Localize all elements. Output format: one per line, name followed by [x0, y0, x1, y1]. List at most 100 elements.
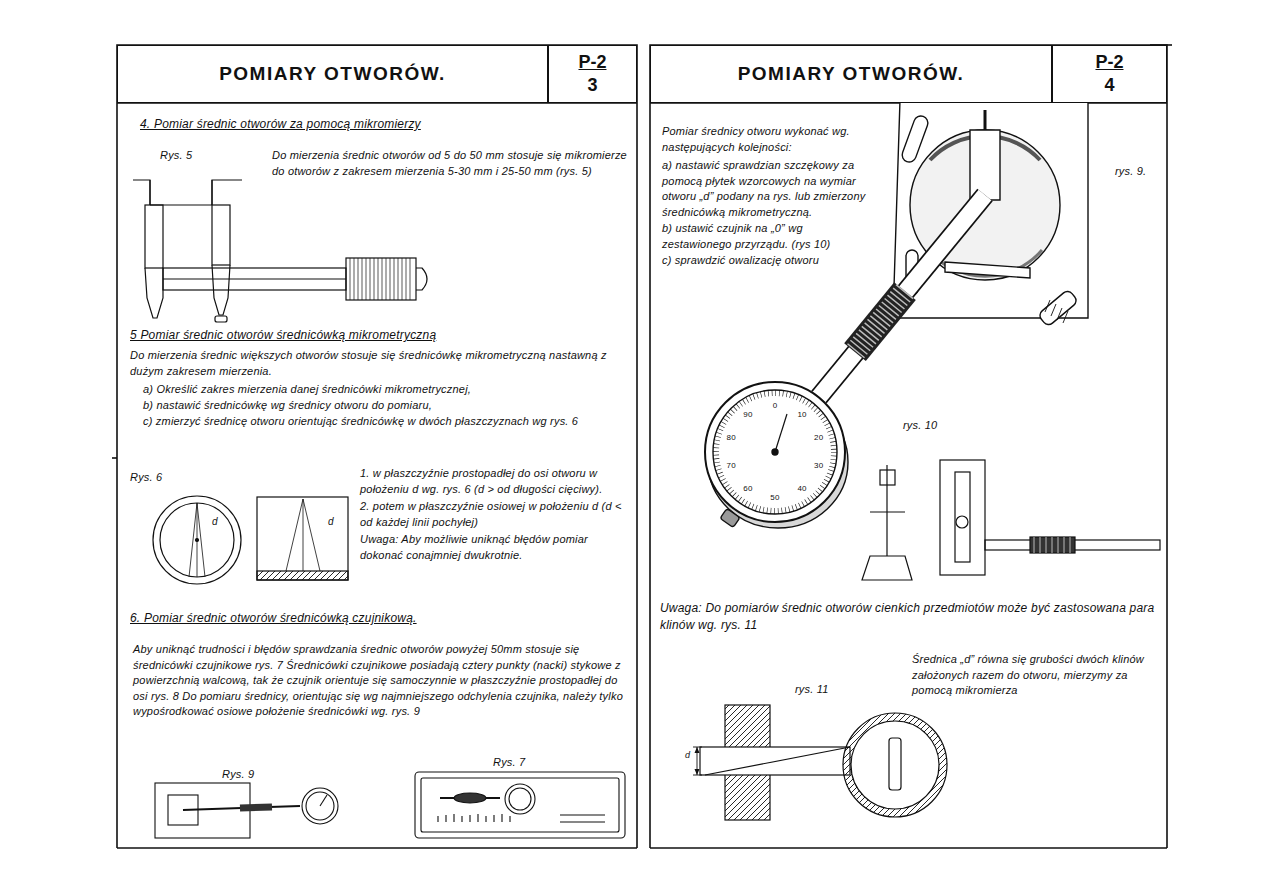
wedge-pair-drawing-part — [693, 747, 702, 775]
setting-fixture-drawing-part — [870, 511, 905, 512]
bore-gauge-small-drawing-part — [155, 783, 250, 838]
sheet-title: POMIARY OTWORÓW. — [219, 63, 446, 85]
inside-micrometer-drawing-part — [212, 205, 230, 265]
inside-micrometer-drawing — [133, 180, 427, 322]
inside-micrometer-drawing-part — [145, 205, 163, 268]
dial-bore-gauge-illustration-part — [945, 262, 1030, 278]
sheet-code: P-2 — [1095, 52, 1123, 73]
dial-number: 50 — [770, 494, 779, 502]
note-text: Średnica „d” równa się grubości dwóch kl… — [912, 652, 1160, 699]
inside-micrometer-drawing-part — [215, 316, 227, 322]
gauge-case-drawing-part — [454, 793, 486, 803]
inside-micrometer-drawing-part — [145, 268, 163, 318]
setting-fixture-drawing-part — [1034, 537, 1070, 553]
setting-fixture-drawing — [862, 460, 1160, 580]
sheet-title: POMIARY OTWORÓW. — [738, 63, 965, 85]
dial-bore-gauge-illustration-part — [720, 508, 740, 527]
bore-gauge-small-drawing-part — [320, 795, 327, 806]
inside-micrometer-drawing-part — [416, 268, 427, 290]
dial-bore-gauge-illustration-part — [819, 195, 985, 397]
dial-bore-gauge-illustration-part — [705, 382, 845, 522]
sheet-number-box: P-24 — [1052, 45, 1167, 103]
inside-micrometer-drawing-part — [163, 278, 346, 279]
wedge-pair-drawing-part — [705, 747, 850, 775]
section-heading: 6. Pomiar średnic otworów średnicówką cz… — [130, 610, 620, 627]
body-text: Do mierzenia średnic większych otworów s… — [130, 348, 625, 379]
step-text: a) nastawić sprawdzian szczękowy za pomo… — [662, 158, 874, 220]
dial-number: 70 — [727, 462, 736, 470]
dial-bore-gauge-illustration-part — [984, 110, 987, 130]
figure-label: Rys. 6 — [130, 470, 162, 486]
wedge-pair-drawing-part — [889, 738, 901, 790]
dimension-label: d — [210, 516, 220, 527]
sheet-number-box: P-23 — [548, 45, 637, 103]
dial-bore-gauge-illustration-part — [1038, 289, 1079, 327]
setting-fixture-drawing-part — [955, 472, 970, 562]
dimension-label: d — [683, 751, 692, 761]
dial-number: 80 — [727, 434, 736, 442]
dial-bore-gauge-illustration-part — [772, 449, 778, 455]
dial-bore-gauge-illustration-part — [855, 291, 905, 352]
bore-gauge-small-drawing — [155, 783, 338, 838]
wedge-pair-drawing-part — [843, 713, 947, 817]
dial-number: 20 — [814, 434, 823, 442]
bore-gauge-small-drawing-part — [183, 806, 300, 810]
bore-section-drawing — [153, 496, 348, 584]
inside-micrometer-drawing-part — [133, 180, 242, 205]
bore-section-drawing-part — [196, 539, 199, 542]
step-text: b) ustawić czujnik na „0” wg zestawioneg… — [662, 221, 874, 252]
bore-gauge-small-drawing-part — [302, 788, 338, 824]
dial-number: 40 — [797, 485, 806, 493]
section-heading: 5 Pomiar średnic otworów średnicówką mik… — [130, 327, 620, 344]
title-box: POMIARY OTWORÓW. — [650, 45, 1052, 103]
note-text: Uwaga: Do pomiarów średnic otworów cienk… — [660, 600, 1155, 634]
sheet-frame-part — [117, 847, 637, 849]
bore-section-drawing-part — [160, 503, 234, 577]
setting-fixture-drawing-part — [956, 516, 968, 528]
dial-bore-gauge-illustration-part — [716, 393, 834, 511]
dial-bore-gauge-illustration-part — [855, 291, 905, 352]
note-text: 2. potem w płaszczyźnie osiowej w położe… — [360, 499, 625, 530]
gauge-case-drawing — [415, 772, 625, 838]
section-heading: 4. Pomiar średnic otworów za pomocą mikr… — [140, 116, 620, 133]
figure-label: rys. 11 — [795, 682, 829, 698]
dial-number: 60 — [743, 485, 752, 493]
note-text: Uwaga: Aby możliwie uniknąć błędów pomia… — [360, 532, 625, 563]
sheet-frame-part — [650, 847, 1167, 849]
step-text: b) nastawić średnicówkę wg średnicy otwo… — [143, 398, 625, 414]
step-text: c) sprawdzić owalizację otworu — [662, 253, 874, 269]
wedge-pair-drawing-part — [700, 747, 850, 775]
dial-number: 0 — [773, 402, 778, 410]
figure-label: Rys. 7 — [493, 755, 525, 771]
sheet-frame-part — [650, 45, 1167, 848]
sheet-frame-part — [117, 45, 637, 848]
gauge-case-drawing-part — [509, 788, 531, 810]
sheet-number: 3 — [587, 75, 597, 96]
inside-micrometer-drawing-part — [150, 180, 212, 205]
bore-section-drawing-part — [286, 499, 320, 571]
dial-bore-gauge-illustration-part — [819, 195, 985, 397]
setting-fixture-drawing-part — [1030, 537, 1075, 553]
sheet-code: P-2 — [578, 52, 606, 73]
figure-label: rys. 9. — [1115, 164, 1146, 180]
dial-number: 10 — [797, 411, 806, 419]
sheet-number: 4 — [1104, 75, 1114, 96]
gauge-case-drawing-part — [438, 814, 605, 822]
gauge-case-drawing-part — [421, 778, 619, 832]
dial-bore-gauge-illustration-part — [1045, 300, 1068, 323]
body-text: Aby uniknąć trudności i błędów sprawdzan… — [133, 642, 625, 720]
bore-section-drawing-part — [257, 497, 348, 580]
dial-number: 30 — [814, 462, 823, 470]
title-box: POMIARY OTWORÓW. — [117, 45, 548, 103]
setting-fixture-drawing-part — [886, 465, 887, 556]
figure-label: Rys. 9 — [222, 767, 254, 783]
dial-number: 90 — [743, 411, 752, 419]
figure-label: rys. 10 — [903, 418, 937, 434]
gauge-case-drawing-part — [505, 784, 535, 814]
step-text: c) zmierzyć średnicę otworu orientując ś… — [143, 414, 625, 430]
bore-gauge-small-drawing-part — [240, 807, 272, 808]
setting-fixture-drawing-part — [880, 470, 895, 485]
dimension-label: d — [326, 516, 336, 527]
inside-micrometer-drawing-part — [346, 258, 416, 300]
